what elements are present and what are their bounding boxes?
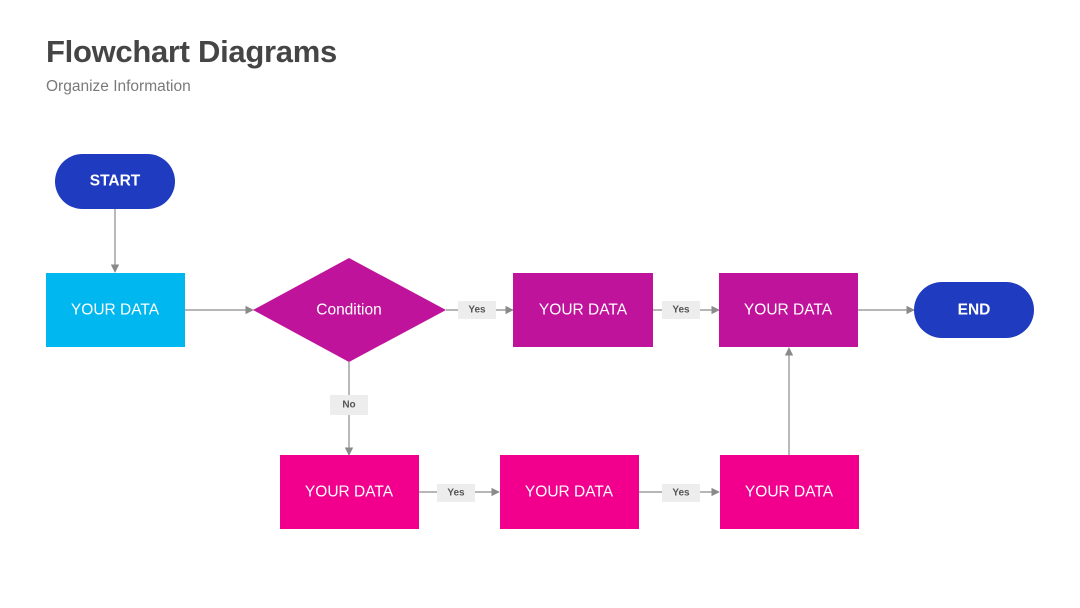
edge-label-condition-no: No [330,395,368,415]
edge-label-bottom-yes-1: Yes [437,484,475,502]
bottom-process-1-label: YOUR DATA [305,484,394,501]
edge-label-text: Yes [447,488,465,499]
edge-label-bg [662,301,700,319]
page-subtitle: Organize Information [46,78,191,95]
edge-label-condition-yes: Yes [458,301,496,319]
bottom-process-1: YOUR DATA [280,455,419,529]
edge-label-bg [437,484,475,502]
top-process-1-shape [513,273,653,347]
top-process-2-label: YOUR DATA [744,302,833,319]
input-data-shape [46,273,185,347]
input-data-box: YOUR DATA [46,273,185,347]
edge-label-bg [458,301,496,319]
edge-label-top-yes: Yes [662,301,700,319]
edge-label-bottom-yes-2: Yes [662,484,700,502]
start-terminal: START [55,154,175,209]
condition-diamond-shape [253,258,446,362]
edge-label-text: Yes [672,305,690,316]
bottom-process-2: YOUR DATA [500,455,639,529]
end-terminal-shape [914,282,1034,338]
end-terminal-label: END [958,302,991,319]
top-process-2: YOUR DATA [719,273,858,347]
input-data-label: YOUR DATA [71,302,160,319]
edge-label-text: Yes [468,305,486,316]
top-process-1-label: YOUR DATA [539,302,628,319]
condition-diamond: Condition [253,258,446,362]
edge-label-bg [662,484,700,502]
edge-label-bg [330,395,368,415]
top-process-1: YOUR DATA [513,273,653,347]
start-terminal-label: START [90,173,141,190]
page-title: Flowchart Diagrams [46,34,337,69]
bottom-process-3-label: YOUR DATA [745,484,834,501]
edge-label-text: No [342,400,355,411]
bottom-process-3: YOUR DATA [720,455,859,529]
start-terminal-shape [55,154,175,209]
bottom-process-2-label: YOUR DATA [525,484,614,501]
bottom-process-1-shape [280,455,419,529]
top-process-2-shape [719,273,858,347]
bottom-process-3-shape [720,455,859,529]
edge-label-text: Yes [672,488,690,499]
bottom-process-2-shape [500,455,639,529]
condition-label: Condition [316,302,382,319]
end-terminal: END [914,282,1034,338]
